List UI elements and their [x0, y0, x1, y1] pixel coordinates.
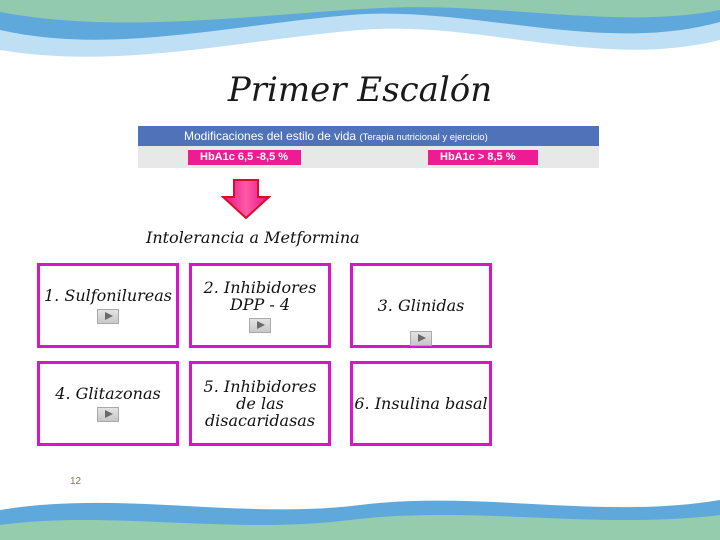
hba1c-range-label: HbA1c 6,5 -8,5 %: [188, 150, 301, 165]
option-label: 3. Glinidas: [377, 296, 465, 315]
option-disaccharidase-inhibitors: 5. Inhibidores de las disacaridasas: [189, 361, 331, 446]
lifestyle-banner: Modificaciones del estilo de vida (Terap…: [138, 126, 599, 168]
option-label: 4. Glitazonas: [55, 384, 161, 403]
play-link-icon[interactable]: [97, 407, 119, 422]
option-label: 2. Inhibidores DPP - 4: [203, 277, 317, 314]
metformin-intolerance-subtitle: Intolerancia a Metformina: [146, 228, 360, 247]
option-sulfonylureas: 1. Sulfonilureas: [37, 263, 179, 348]
option-basal-insulin: 6. Insulina basal: [350, 361, 492, 446]
bottom-wave-decoration: [0, 500, 720, 540]
slide-number: 12: [70, 476, 82, 487]
option-dpp4-inhibitors: 2. Inhibidores DPP - 4: [189, 263, 331, 348]
banner-heading-note: (Terapia nutricional y ejercicio): [359, 132, 488, 143]
option-label: 1. Sulfonilureas: [44, 286, 172, 305]
top-wave-decoration: [0, 0, 720, 57]
slide-title: Primer Escalón: [227, 70, 493, 110]
play-link-icon[interactable]: [249, 317, 271, 333]
down-arrow-icon: [221, 179, 271, 219]
hba1c-high-label: HbA1c > 8,5 %: [428, 150, 538, 165]
banner-heading-text: Modificaciones del estilo de vida: [184, 129, 357, 143]
play-link-icon[interactable]: [410, 331, 432, 346]
option-glitazones: 4. Glitazonas: [37, 361, 179, 446]
option-label: 6. Insulina basal: [354, 394, 488, 413]
banner-heading: Modificaciones del estilo de vida (Terap…: [138, 126, 599, 146]
play-link-icon[interactable]: [97, 309, 119, 324]
option-glinides: 3. Glinidas: [350, 263, 492, 348]
option-label: 5. Inhibidores de las disacaridasas: [203, 377, 317, 430]
